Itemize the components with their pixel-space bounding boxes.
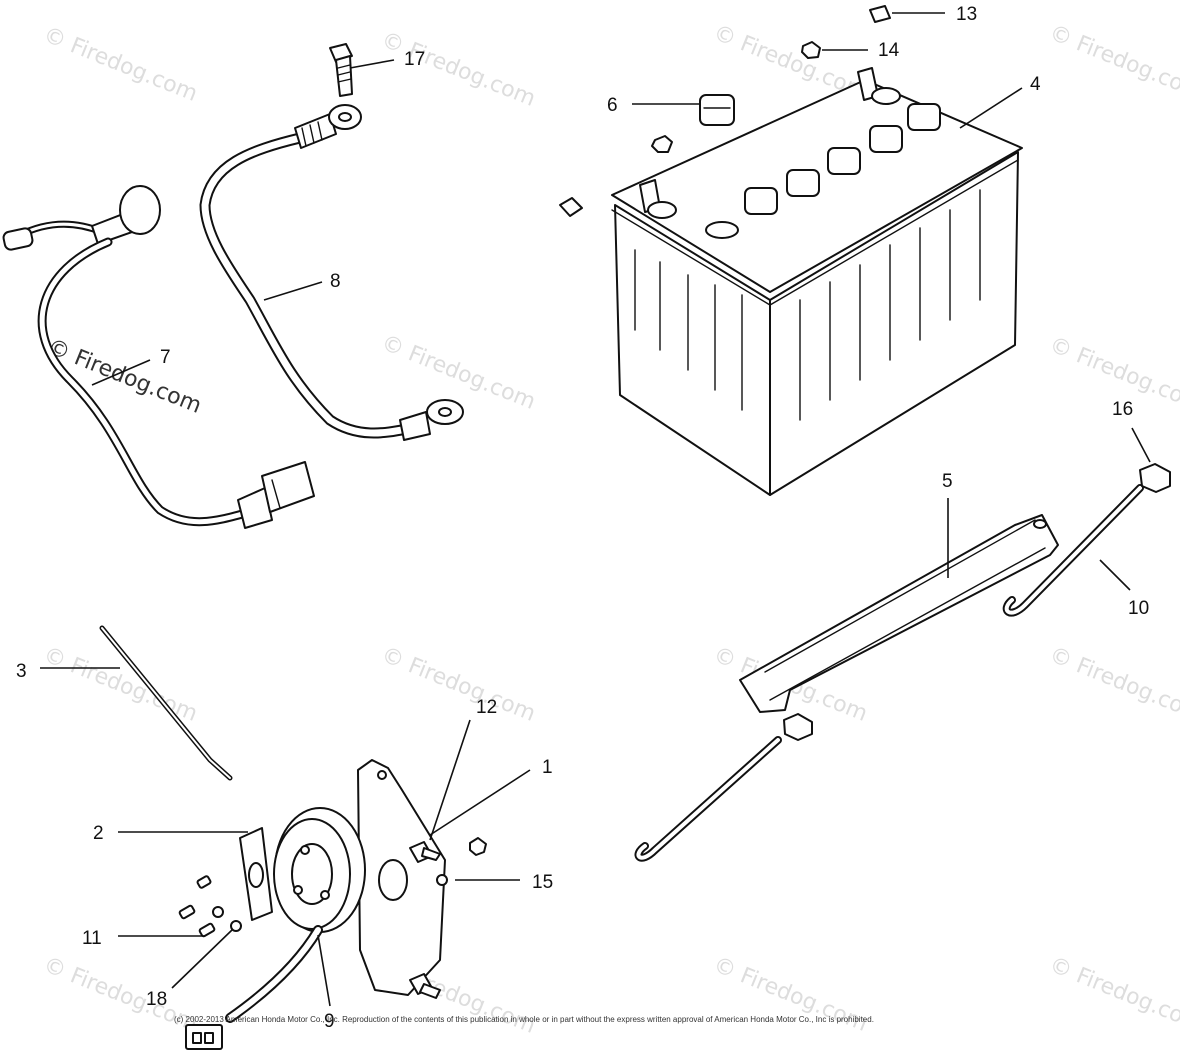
watermark: © Firedog.com — [1046, 642, 1180, 726]
watermark: © Firedog.com — [378, 330, 539, 414]
watermark: © Firedog.com — [378, 642, 539, 726]
battery-4 — [611, 67, 1023, 496]
callout-10[interactable]: 10 — [1128, 598, 1149, 619]
washers-18 — [212, 906, 242, 932]
callout-4[interactable]: 4 — [1030, 74, 1041, 95]
callout-3[interactable]: 3 — [16, 661, 27, 682]
callout-18[interactable]: 18 — [146, 989, 167, 1010]
callout-8[interactable]: 8 — [330, 271, 341, 292]
callout-2[interactable]: 2 — [93, 823, 104, 844]
bolt-13 — [869, 5, 891, 23]
battery-cable-8 — [199, 104, 464, 441]
callout-13[interactable]: 13 — [956, 4, 977, 25]
callout-9[interactable]: 9 — [324, 1011, 335, 1032]
j-bolt-10 — [634, 484, 1144, 862]
copyright-notice: (c) 2002-2013 American Honda Motor Co., … — [174, 1015, 874, 1024]
vent-cap-6 — [699, 94, 735, 126]
watermark: © Firedog.com — [40, 22, 201, 106]
callout-5[interactable]: 5 — [942, 471, 953, 492]
bolt-12 — [409, 841, 441, 863]
flange-nut-16 — [1139, 463, 1171, 493]
nut-14 — [801, 41, 821, 59]
callout-6[interactable]: 6 — [607, 95, 618, 116]
callout-12[interactable]: 12 — [476, 697, 497, 718]
wire-harness-7 — [2, 185, 315, 529]
callout-7[interactable]: 7 — [160, 347, 171, 368]
callouts: 1 2 3 4 5 6 7 8 9 10 11 12 13 14 15 16 1… — [16, 4, 1149, 1032]
watermark: © Firedog.com — [40, 642, 201, 726]
watermark: © Firedog.com — [710, 952, 871, 1036]
watermark: © Firedog.com — [378, 27, 539, 111]
leader-lines — [40, 12, 1151, 1007]
terminal-hardware — [559, 135, 673, 217]
nut-15 — [436, 837, 487, 886]
callout-14[interactable]: 14 — [878, 40, 900, 61]
bolt-17 — [329, 43, 353, 97]
plate-2 — [239, 827, 273, 921]
rod-3 — [99, 625, 233, 781]
alternator-9 — [185, 807, 366, 1050]
watermark: © Firedog.com — [40, 952, 201, 1036]
callout-1[interactable]: 1 — [542, 757, 553, 778]
hold-down-bar-5 — [739, 514, 1059, 713]
callout-11[interactable]: 11 — [82, 928, 102, 949]
watermark: © Firedog.com — [1046, 20, 1180, 104]
watermark: © Firedog.com — [1046, 952, 1180, 1036]
battery-vent-caps — [744, 103, 941, 215]
callout-17[interactable]: 17 — [404, 49, 425, 70]
bolt-bottom — [409, 973, 441, 999]
flange-nut — [783, 713, 813, 741]
bracket-plate-1 — [357, 759, 446, 996]
callout-15[interactable]: 15 — [532, 872, 553, 893]
callout-16[interactable]: 16 — [1112, 399, 1133, 420]
screws-11 — [178, 875, 216, 938]
